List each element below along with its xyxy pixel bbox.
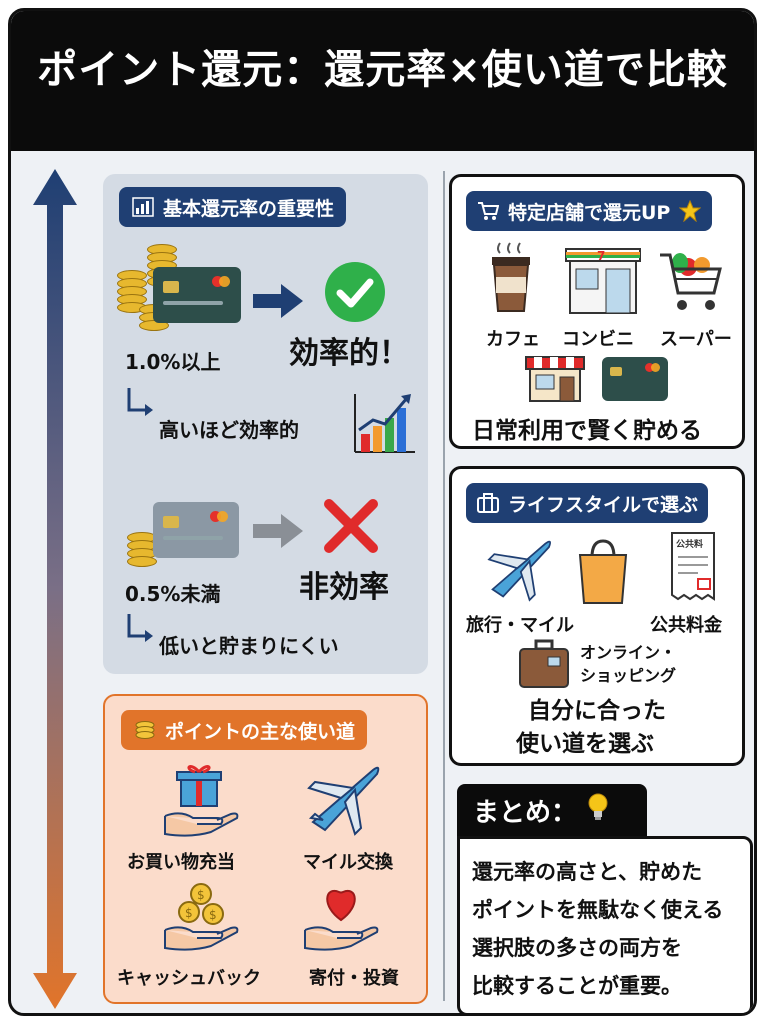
credit-card-icon [153, 267, 241, 323]
summary-line: ポイントを無駄なく使える [472, 898, 724, 922]
low-result-label: 非効率 [299, 570, 389, 605]
use-item-label: マイル交換 [303, 852, 393, 873]
gift-icon [164, 765, 239, 837]
summary-line: 選択肢の多さの両方を [472, 936, 682, 960]
store-item-label: カフェ [486, 329, 540, 350]
page-title: ポイント還元：還元率×使い道で比較 [37, 47, 728, 93]
header: ポイント還元：還元率×使い道で比較 [11, 11, 754, 151]
summary-line: 比較することが重要。 [472, 974, 682, 998]
trend-chart-icon [354, 394, 415, 453]
summary-line: 還元率の高さと、貯めた [472, 860, 703, 884]
lifestyle-title-pill: ライフスタイルで選ぶ [466, 483, 709, 523]
basic-rate-title: 基本還元率の重要性 [163, 197, 335, 220]
high-note-label: 高いほど効率的 [159, 418, 299, 442]
shop-icon [525, 356, 585, 402]
online-line1: オンライン・ [580, 643, 677, 662]
corner-arrow-icon [127, 614, 153, 642]
svg-text:$: $ [185, 906, 193, 920]
star-icon [678, 199, 702, 223]
store-icon: 7 [565, 248, 641, 314]
lightbulb-icon [585, 791, 611, 830]
infographic: ポイント還元：還元率×使い道で比較 基本還元率の重要性 [8, 8, 757, 1016]
vertical-gradient-arrow [33, 169, 77, 1009]
store-item-label: コンビニ [562, 329, 634, 350]
credit-card-icon [153, 502, 239, 558]
credit-card-icon [602, 357, 668, 401]
cart-icon [476, 199, 500, 223]
coins-in-hand-icon: $ $ $ [164, 883, 239, 951]
use-item-label: 寄付・投資 [309, 968, 399, 989]
suitcase-icon [476, 491, 500, 515]
uses-title: ポイントの主な使い道 [165, 720, 356, 743]
check-icon [325, 262, 385, 322]
svg-text:7: 7 [597, 249, 605, 263]
heart-icon [304, 889, 379, 951]
uses-panel: ポイントの主な使い道 お買い物充当 マイル交換 $ $ $ キャッシュバック [103, 694, 428, 1004]
summary-box: 還元率の高さと、貯めた ポイントを無駄なく使える 選択肢の多さの両方を 比較する… [457, 836, 753, 1013]
receipt-label: 公共料 [676, 540, 704, 550]
lifestyle-title: ライフスタイルで選ぶ [508, 493, 699, 516]
high-rate-label: 1.0%以上 [125, 350, 221, 374]
basic-rate-panel: 基本還元率の重要性 1.0%以上 効率的！ 高いほど効率的 [103, 174, 428, 674]
basic-rate-title-pill: 基本還元率の重要性 [119, 187, 347, 227]
coffee-icon [492, 242, 530, 312]
corner-arrow-icon [127, 388, 153, 416]
store-bonus-box: 特定店舗で還元UP カフェ 7 コンビニ スーパー [449, 174, 745, 449]
receipt-icon [671, 532, 715, 601]
low-note-label: 低いと貯まりにくい [159, 634, 339, 658]
lifestyle-item-label: 旅行・マイル [466, 615, 574, 636]
cross-icon [324, 499, 378, 553]
arrow-right-icon [253, 284, 303, 318]
airplane-icon [307, 766, 380, 836]
lifestyle-caption-line2: 使い道を選ぶ [516, 731, 654, 757]
column-divider [443, 171, 445, 1001]
summary-header: まとめ： [457, 784, 647, 836]
lifestyle-box: ライフスタイルで選ぶ 旅行・マイル 公共料 公共料金 オンライン・ ショッピング… [449, 466, 745, 766]
online-line2: ショッピング [580, 666, 677, 685]
bar-chart-icon [131, 195, 155, 219]
store-bonus-title: 特定店舗で還元UP [508, 201, 671, 224]
high-result-label: 効率的！ [289, 336, 409, 371]
airplane-icon [487, 540, 551, 602]
arrow-right-icon [253, 514, 303, 548]
use-item-label: お買い物充当 [127, 852, 235, 873]
svg-text:$: $ [197, 888, 205, 902]
svg-text:$: $ [209, 908, 217, 922]
use-item-label: キャッシュバック [117, 968, 261, 989]
coins-icon [133, 718, 157, 742]
coins-icon [125, 532, 165, 568]
store-caption: 日常利用で賢く貯める [472, 418, 702, 444]
store-item-label: スーパー [660, 329, 732, 350]
shopping-bag-icon [578, 539, 628, 604]
store-bonus-title-pill: 特定店舗で還元UP [466, 191, 713, 231]
luggage-icon [519, 639, 569, 688]
lifestyle-caption-line1: 自分に合った [528, 698, 666, 724]
shopping-cart-icon [660, 253, 722, 310]
summary-title: まとめ： [473, 797, 578, 828]
lifestyle-item-label: 公共料金 [650, 615, 722, 636]
low-rate-label: 0.5%未満 [125, 582, 221, 606]
uses-title-pill: ポイントの主な使い道 [121, 710, 368, 750]
